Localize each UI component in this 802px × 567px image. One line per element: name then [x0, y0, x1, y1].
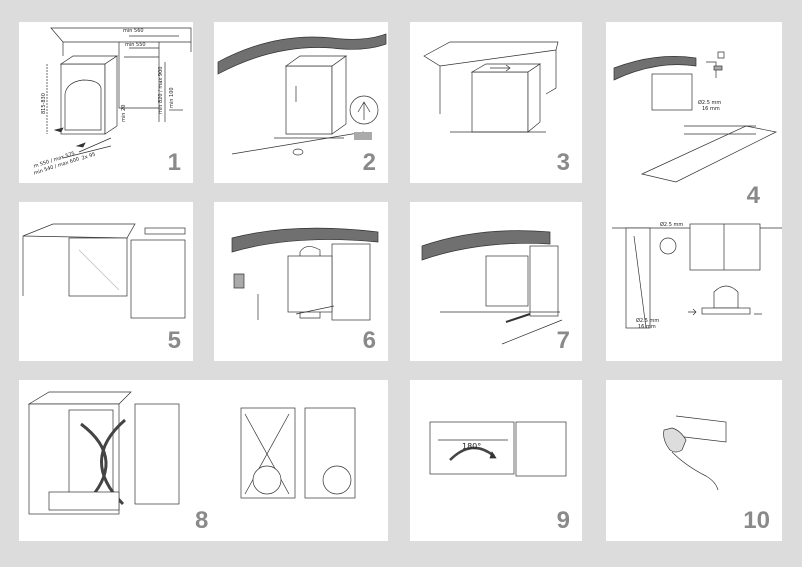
step-6-illustration	[231, 227, 379, 321]
dim-height: 815-830	[41, 93, 47, 114]
step-8-illustration	[27, 391, 356, 515]
dim-right-2: min 20	[121, 104, 127, 122]
step-number-4: 4	[746, 182, 760, 209]
step4-dim-b1: Ø2.5 mm	[636, 318, 660, 324]
step-6-panel: 6	[214, 202, 388, 361]
step-number-1: 1	[167, 149, 181, 176]
step-number-8: 8	[195, 507, 209, 534]
step4-dim-a1: Ø2.5 mm	[698, 100, 722, 106]
dim-top-a: min 560	[123, 28, 144, 34]
step-1-panel: min 560 min 550 815-830 min 820 / max 90…	[19, 22, 193, 183]
dim-top-b: min 550	[125, 42, 146, 48]
step4-dim-b2: 16 mm	[638, 324, 656, 330]
step-4-illustration	[612, 51, 782, 329]
step-number-3: 3	[556, 149, 570, 176]
step-7-illustration	[421, 230, 563, 345]
step-10-illustration	[663, 415, 727, 491]
step-9-panel: 180° 9	[410, 380, 582, 541]
step-number-6: 6	[362, 327, 376, 354]
step-5-illustration	[22, 223, 186, 319]
step-4-panel: Ø2.5 mm 16 mm Ø2.5 mm 16 mm Ø2.5 mm 4	[606, 22, 782, 361]
dim-right-1: min 820 / max 900	[158, 66, 164, 114]
step4-dim-c: Ø2.5 mm	[660, 222, 684, 228]
step-3-panel: 3	[410, 22, 582, 183]
step-2-illustration	[217, 33, 387, 156]
step-2-panel: 2	[214, 22, 388, 183]
step-8-panel: 8	[19, 380, 388, 541]
step-7-panel: 7	[410, 202, 582, 361]
step-3-illustration	[423, 41, 559, 133]
rotation-angle-label: 180°	[462, 442, 482, 451]
step-number-9: 9	[556, 507, 570, 534]
step-number-5: 5	[167, 327, 181, 354]
step-number-2: 2	[362, 149, 376, 176]
step-number-7: 7	[556, 327, 570, 354]
step-10-panel: 10	[606, 380, 782, 541]
step-5-panel: 5	[19, 202, 193, 361]
dim-right-3: min 100	[169, 87, 175, 108]
step-9-illustration	[429, 421, 567, 477]
step-1-illustration	[46, 27, 192, 159]
step-number-10: 10	[743, 507, 770, 534]
step4-dim-a2: 16 mm	[702, 106, 720, 112]
